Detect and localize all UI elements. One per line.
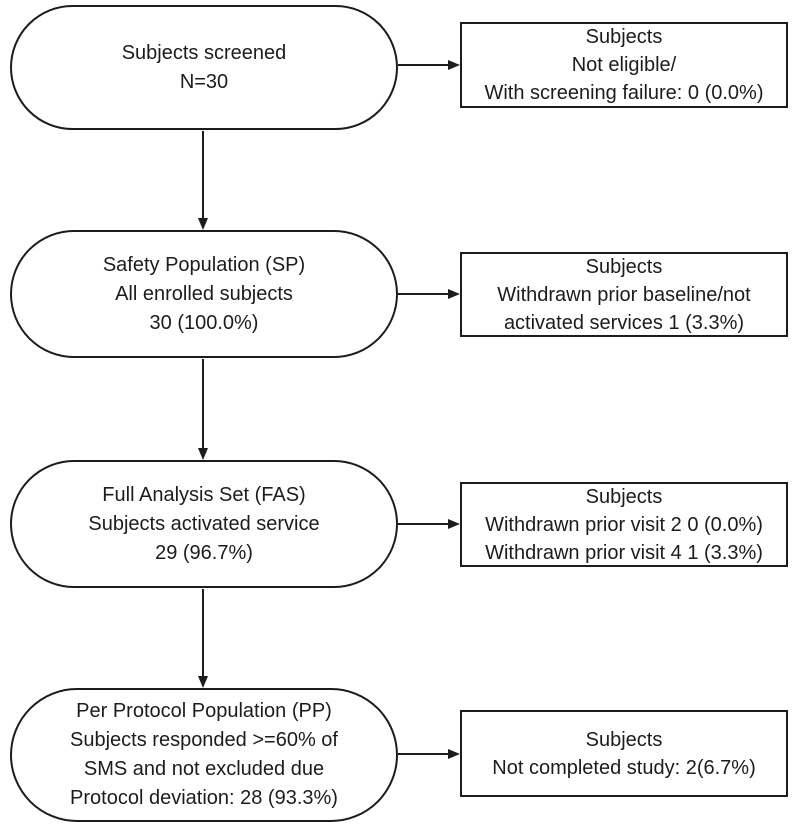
node-safety-population: Safety Population (SP) All enrolled subj… — [10, 230, 398, 358]
node-text-line: Subjects screened — [121, 41, 287, 64]
node-text-line: Withdrawn prior baseline/not — [497, 283, 751, 306]
node-text-line: Subjects activated service — [88, 512, 320, 535]
node-text-line: Subjects — [585, 26, 663, 48]
node-per-protocol-population: Per Protocol Population (PP) Subjects re… — [10, 688, 398, 822]
node-text-line: Safety Population (SP) — [102, 253, 306, 276]
node-text-line: Not completed study: 2(6.7%) — [492, 756, 756, 779]
node-withdrawn-prior-visits: Subjects Withdrawn prior visit 2 0 (0.0%… — [460, 482, 788, 567]
node-text-line: 30 (100.0%) — [149, 311, 259, 334]
node-text-line: Per Protocol Population (PP) — [76, 700, 332, 722]
node-text-line: Withdrawn prior visit 2 0 (0.0%) — [485, 513, 763, 536]
node-text-line: Protocol deviation: 28 (93.3%) — [70, 787, 338, 809]
node-text-line: With screening failure: 0 (0.0%) — [484, 82, 764, 104]
node-text-line: Withdrawn prior visit 4 1 (3.3%) — [485, 541, 763, 564]
node-text-line: 29 (96.7%) — [155, 541, 253, 564]
node-text-line: SMS and not excluded due — [83, 758, 325, 780]
node-text-line: Subjects responded >=60% of — [70, 729, 338, 751]
node-text-line: Not eligible/ — [571, 54, 677, 76]
node-text-line: All enrolled subjects — [115, 282, 293, 305]
node-withdrawn-prior-baseline: Subjects Withdrawn prior baseline/not ac… — [460, 252, 788, 337]
node-text-line: Subjects — [585, 485, 663, 508]
node-text-line: Full Analysis Set (FAS) — [102, 483, 306, 506]
node-subjects-screened: Subjects screened N=30 — [10, 5, 398, 130]
node-text-line: N=30 — [179, 70, 229, 93]
node-screening-failure: Subjects Not eligible/ With screening fa… — [460, 22, 788, 108]
node-full-analysis-set: Full Analysis Set (FAS) Subjects activat… — [10, 460, 398, 588]
node-text-line: Subjects — [585, 728, 663, 751]
node-text-line: Subjects — [585, 255, 663, 278]
node-text-line: activated services 1 (3.3%) — [503, 311, 745, 334]
node-not-completed-study: Subjects Not completed study: 2(6.7%) — [460, 710, 788, 797]
